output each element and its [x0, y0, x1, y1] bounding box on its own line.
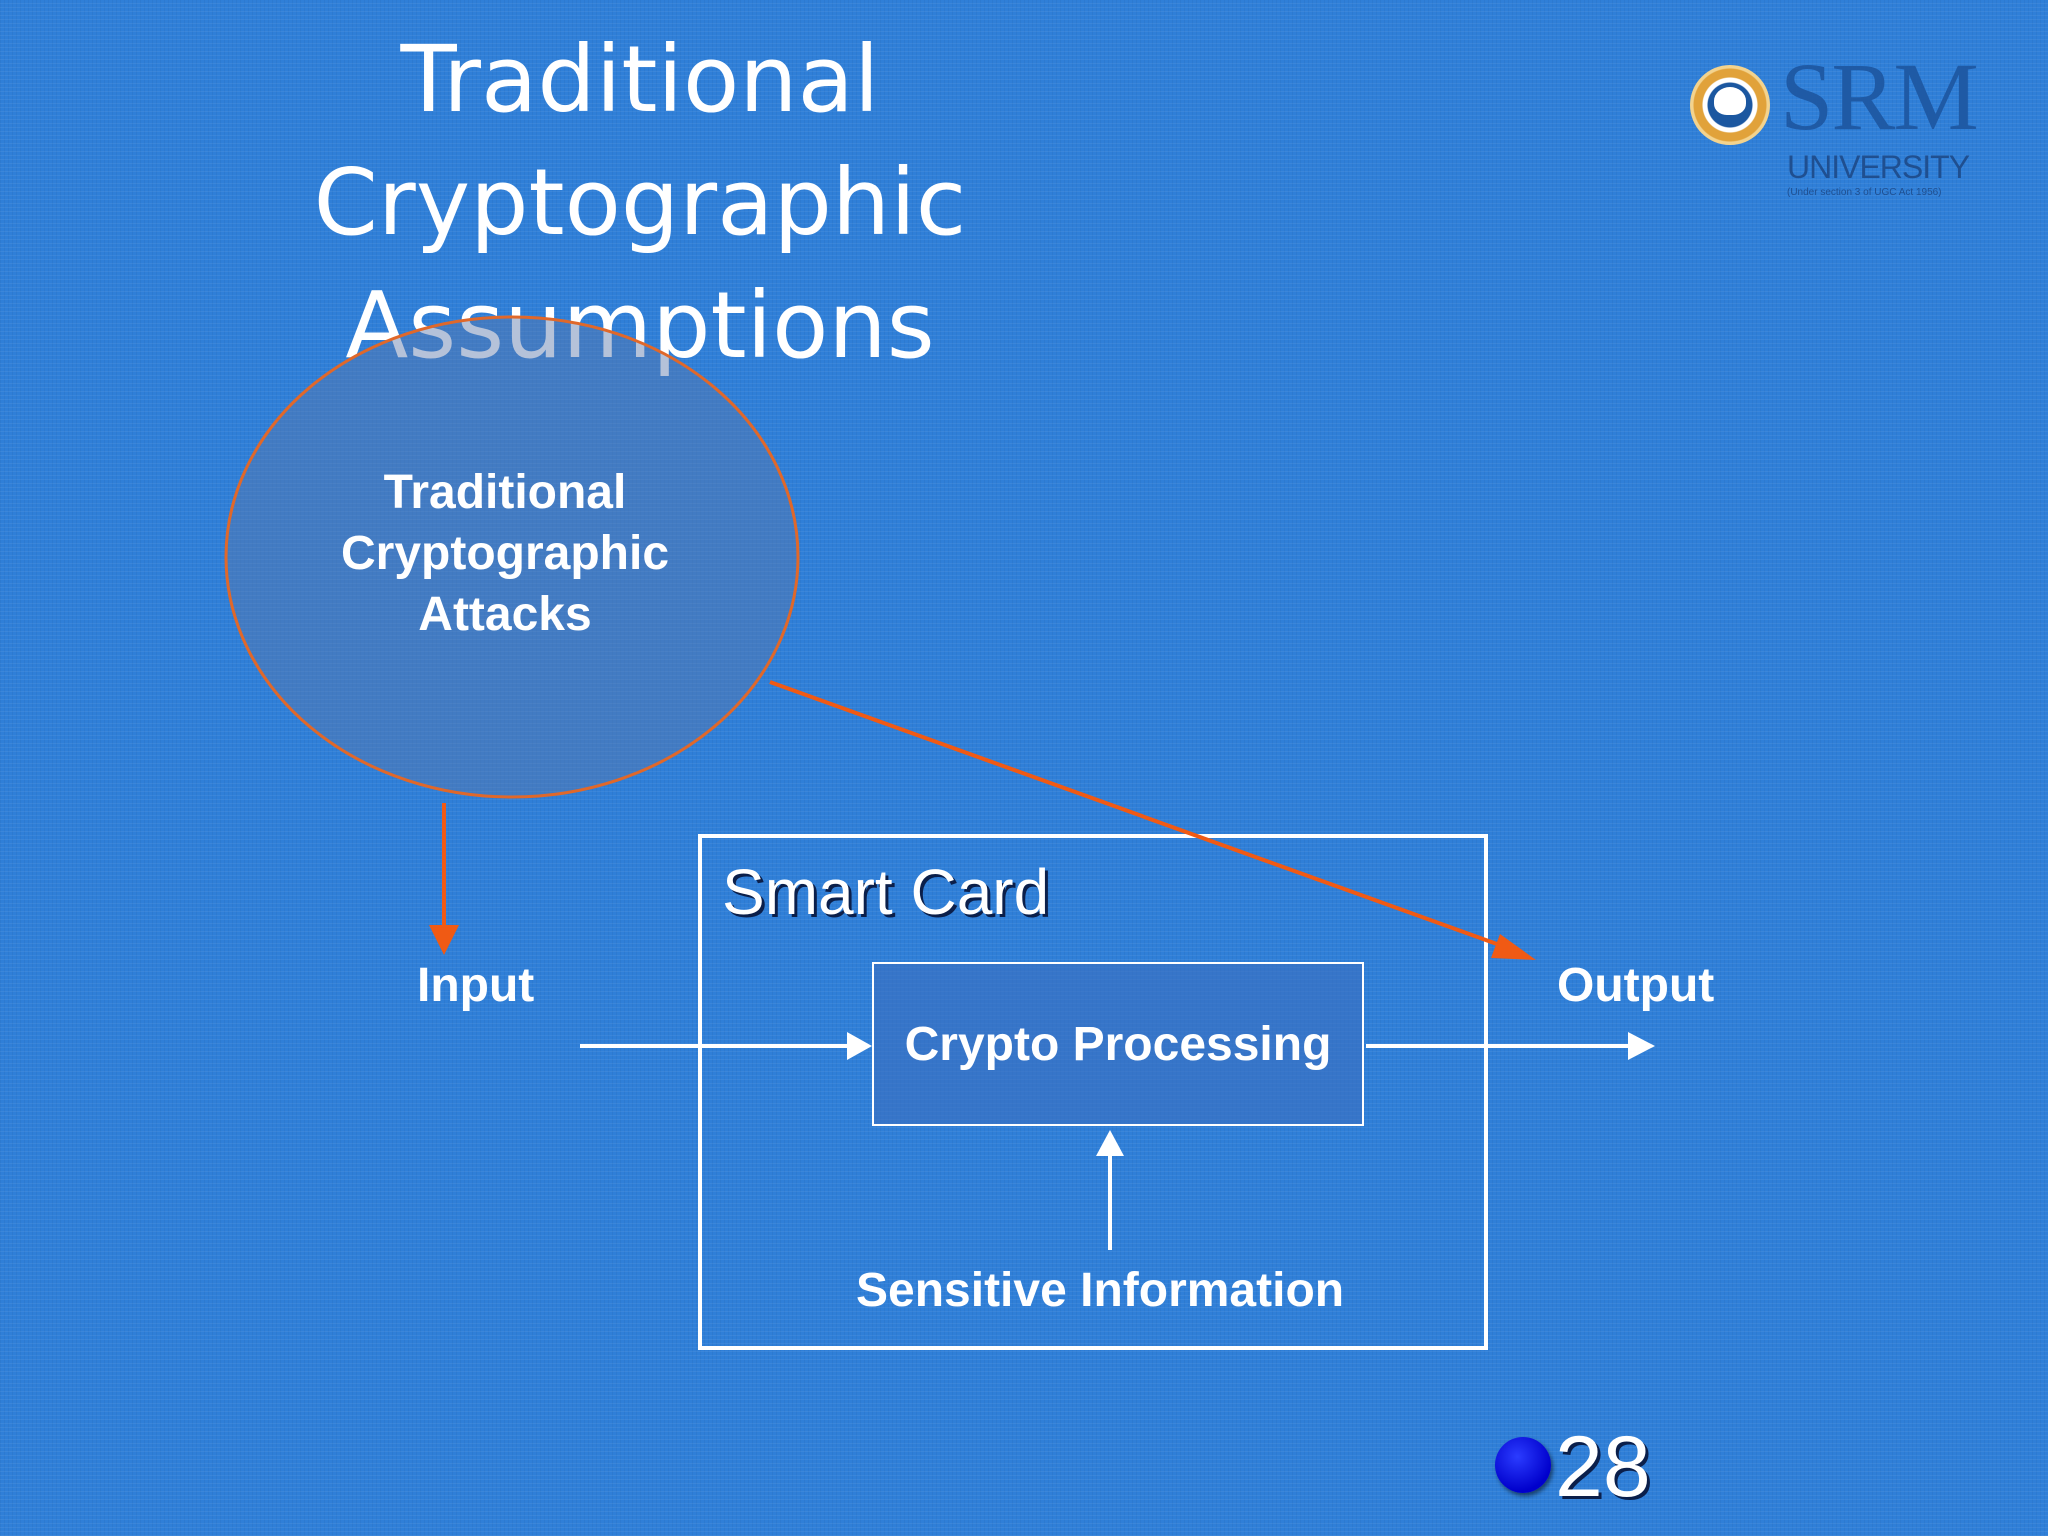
title-line-2: Cryptographic [313, 149, 967, 256]
attacks-line-2: Cryptographic [340, 527, 670, 580]
smart-card-label: Smart Card [722, 856, 1050, 928]
title-line-3: Assumptions [345, 272, 935, 379]
slide-title: Traditional Cryptographic Assumptions [300, 18, 980, 387]
attack-to-output-head [1491, 934, 1536, 960]
input-label: Input [417, 959, 535, 1012]
logo-subtitle: UNIVERSITY [1787, 149, 1970, 185]
attacks-line-3: Attacks [418, 588, 592, 641]
input-arrow-head [847, 1032, 872, 1060]
output-label: Output [1557, 959, 1715, 1012]
attacks-ellipse [224, 315, 800, 799]
logo-tagline: (Under section 3 of UGC Act 1956) [1787, 187, 1942, 198]
bullet-icon [1495, 1437, 1551, 1493]
output-arrow-head [1628, 1032, 1655, 1060]
attacks-label: Traditional Cryptographic Attacks [265, 462, 745, 645]
page-number: 28 [1555, 1419, 1651, 1515]
attack-to-output-line [769, 680, 1509, 950]
attacks-line-1: Traditional [383, 466, 627, 519]
logo-wordmark: SRM [1780, 43, 1979, 150]
crypto-processing-box [872, 962, 1364, 1126]
university-seal-icon [1690, 65, 1770, 145]
title-line-1: Traditional [400, 26, 880, 133]
smart-card-box [698, 834, 1488, 1350]
attack-to-input-head [429, 925, 459, 955]
srm-university-logo: SRM UNIVERSITY (Under section 3 of UGC A… [1685, 47, 1985, 205]
crypto-processing-label: Crypto Processing [904, 1017, 1332, 1071]
sensitive-arrow-head [1096, 1130, 1124, 1156]
sensitive-information-label: Sensitive Information [856, 1264, 1345, 1317]
